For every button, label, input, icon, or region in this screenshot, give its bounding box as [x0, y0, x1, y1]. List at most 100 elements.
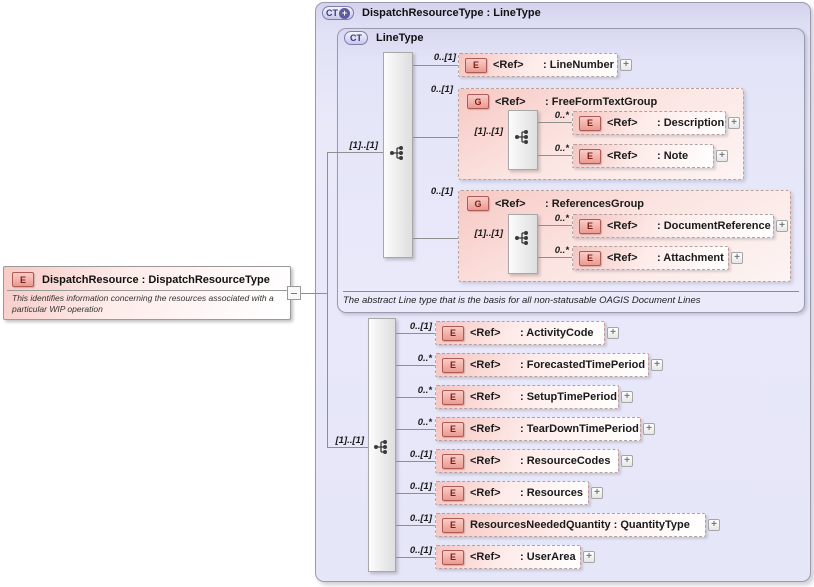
sequence-bar[interactable]	[508, 214, 538, 274]
element-resourcecodes[interactable]: E <Ref> : ResourceCodes	[435, 449, 619, 473]
element-name: : Note	[657, 150, 689, 162]
element-userarea[interactable]: E <Ref> : UserArea	[435, 545, 581, 569]
connector-line	[538, 122, 572, 123]
divider	[7, 290, 287, 291]
collapse-handle[interactable]	[287, 286, 301, 300]
expand-button[interactable]: +	[607, 327, 619, 339]
element-ref: <Ref>	[470, 551, 501, 563]
expand-button[interactable]: +	[591, 487, 603, 499]
cardinality-label: [1]..[1]	[474, 228, 504, 239]
sequence-icon	[374, 440, 387, 454]
connector-line	[413, 65, 458, 66]
connector-line	[327, 447, 368, 448]
connector-line	[396, 493, 435, 494]
element-attachment[interactable]: E <Ref> : Attachment	[572, 246, 729, 270]
cardinality-label: 0..*	[554, 143, 569, 154]
dispatch-resource-element[interactable]: E DispatchResource : DispatchResourceTyp…	[3, 266, 291, 320]
expand-button[interactable]: +	[728, 117, 740, 129]
element-icon: E	[442, 517, 464, 533]
dispatch-resource-description: This identifies information concerning t…	[12, 293, 274, 315]
element-teardowntimeperiod[interactable]: E <Ref> : TearDownTimePeriod	[435, 417, 641, 441]
cardinality-label: 0..[1]	[433, 52, 456, 63]
plus-icon: +	[339, 7, 350, 19]
element-resourcesneededquantity[interactable]: E ResourcesNeededQuantity : QuantityType	[435, 513, 706, 537]
complex-type-plus-icon[interactable]: CT+	[322, 6, 354, 20]
element-name: : ResourceCodes	[520, 455, 611, 467]
element-name: : TearDownTimePeriod	[520, 423, 639, 435]
element-name: : UserArea	[520, 551, 576, 563]
expand-button[interactable]: +	[583, 551, 595, 563]
element-description[interactable]: E <Ref> : Description	[572, 111, 726, 135]
element-icon: E	[442, 389, 464, 405]
element-icon: E	[442, 421, 464, 437]
element-note[interactable]: E <Ref> : Note	[572, 144, 714, 168]
group-name: : ReferencesGroup	[545, 197, 645, 210]
group-ref: <Ref>	[495, 95, 526, 108]
expand-button[interactable]: +	[621, 455, 633, 467]
connector-line	[396, 365, 435, 366]
expand-button[interactable]: +	[621, 391, 633, 403]
element-name: : SetupTimePeriod	[520, 391, 617, 403]
element-linenumber[interactable]: E <Ref> : LineNumber	[458, 53, 618, 77]
connector-line	[396, 397, 435, 398]
expand-button[interactable]: +	[643, 423, 655, 435]
connector-line	[327, 152, 383, 153]
complex-type-icon[interactable]: CT	[344, 31, 368, 45]
expand-button[interactable]: +	[651, 359, 663, 371]
element-ref: <Ref>	[470, 391, 501, 403]
element-icon: E	[579, 148, 601, 164]
connector-line	[538, 225, 572, 226]
element-name: : Description	[657, 117, 725, 129]
linetype-header: CT LineType	[344, 31, 423, 45]
element-ref: <Ref>	[607, 220, 638, 232]
sequence-icon	[515, 231, 528, 245]
complex-type-title: DispatchResourceType : LineType	[362, 7, 541, 19]
expand-button[interactable]: +	[716, 150, 728, 162]
element-ref: <Ref>	[493, 59, 524, 71]
sequence-bar[interactable]	[368, 318, 396, 572]
connector-line	[396, 557, 435, 558]
ct-label: CT	[326, 8, 338, 18]
connector-line	[396, 429, 435, 430]
expand-button[interactable]: +	[620, 59, 632, 71]
expand-button[interactable]: +	[731, 252, 743, 264]
element-icon: E	[579, 218, 601, 234]
element-ref: <Ref>	[607, 117, 638, 129]
element-activitycode[interactable]: E <Ref> : ActivityCode	[435, 321, 605, 345]
connector-line	[396, 525, 435, 526]
cardinality-label: 0..[1]	[409, 481, 432, 492]
element-icon: E	[442, 325, 464, 341]
element-icon: E	[579, 115, 601, 131]
sequence-bar[interactable]	[508, 110, 538, 170]
cardinality-label: 0..[1]	[430, 186, 453, 197]
connector-line	[396, 333, 435, 334]
element-resources[interactable]: E <Ref> : Resources	[435, 481, 589, 505]
cardinality-label: 0..*	[554, 245, 569, 256]
cardinality-label: 0..[1]	[430, 84, 453, 95]
element-icon: E	[442, 453, 464, 469]
element-name: : ActivityCode	[520, 327, 594, 339]
sequence-bar[interactable]	[383, 52, 413, 258]
element-forecastedtimeperiod[interactable]: E <Ref> : ForecastedTimePeriod	[435, 353, 649, 377]
element-documentreference[interactable]: E <Ref> : DocumentReference	[572, 214, 774, 238]
cardinality-label: 0..[1]	[409, 513, 432, 524]
element-setuptimeperiod[interactable]: E <Ref> : SetupTimePeriod	[435, 385, 619, 409]
cardinality-label: 0..*	[417, 385, 432, 396]
connector-line	[538, 257, 572, 258]
expand-button[interactable]: +	[708, 519, 720, 531]
cardinality-label: [1]..[1]	[474, 126, 504, 137]
element-name: : Attachment	[657, 252, 724, 264]
expand-button[interactable]: +	[776, 220, 788, 232]
group-ref: <Ref>	[495, 197, 526, 210]
group-name: : FreeFormTextGroup	[545, 95, 658, 108]
element-icon: E	[442, 485, 464, 501]
element-ref: <Ref>	[607, 252, 638, 264]
cardinality-label: 0..*	[417, 417, 432, 428]
cardinality-label: 0..*	[554, 213, 569, 224]
sequence-icon	[390, 146, 403, 160]
connector-line	[396, 461, 435, 462]
cardinality-label: 0..[1]	[409, 545, 432, 556]
connector-line	[538, 155, 572, 156]
element-ref: <Ref>	[470, 487, 501, 499]
